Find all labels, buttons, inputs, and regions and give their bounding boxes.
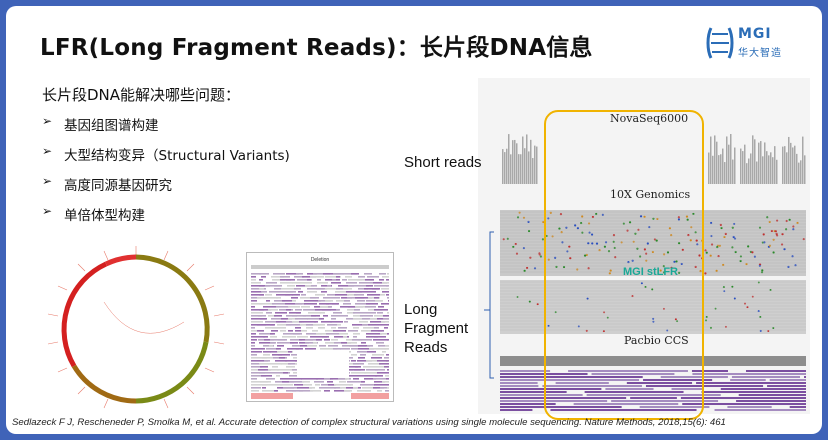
long-reads-line: Reads [404, 339, 448, 356]
read-comparison-image [478, 78, 810, 414]
track-label-novaseq: NovaSeq6000 [610, 112, 689, 125]
bullet-text: 大型结构变异（Structural Variants) [64, 148, 290, 164]
bullet-list: ➢ 基因组图谱构建 ➢ 大型结构变异（Structural Variants) ➢ 高… [42, 114, 290, 234]
track-label-pacbio: Pacbio CCS [624, 334, 689, 347]
bullet-item: ➢ 大型结构变异（Structural Variants) [42, 144, 290, 174]
slide: LFR(Long Fragment Reads)：长片段DNA信息 MGI 华大… [6, 6, 822, 434]
long-reads-line: Fragment [404, 320, 469, 337]
long-reads-label: Long Fragment Reads [404, 300, 468, 357]
arrow-bullet-icon: ➢ [42, 144, 53, 158]
bullet-item: ➢ 单倍体型构建 [42, 204, 290, 234]
long-reads-line: Long [404, 301, 438, 318]
arrow-bullet-icon: ➢ [42, 114, 53, 128]
bullet-text: 基因组图谱构建 [64, 118, 159, 134]
mgi-logo-text: MGI [738, 26, 772, 42]
arrow-bullet-icon: ➢ [42, 204, 53, 218]
mgi-logo-mark-icon [706, 27, 734, 59]
highlight-frame [544, 110, 704, 420]
bullet-item: ➢ 基因组图谱构建 [42, 114, 290, 144]
mgi-logo-subtext: 华大智造 [738, 48, 782, 59]
mgi-logo: MGI 华大智造 [706, 26, 802, 66]
slide-title: LFR(Long Fragment Reads)：长片段DNA信息 [40, 35, 593, 61]
track-label-stlfr: MGI stLFR [623, 266, 678, 278]
short-reads-label: Short reads [404, 154, 482, 171]
bullet-text: 单倍体型构建 [64, 208, 145, 224]
bullet-item: ➢ 高度同源基因研究 [42, 174, 290, 204]
circos-plot-image [47, 246, 225, 409]
pileup-caption: Deletion [311, 257, 330, 263]
question-heading: 长片段DNA能解决哪些问题： [42, 86, 241, 104]
citation: Sedlazeck F J, Rescheneder P, Smolka M, … [12, 417, 726, 428]
bullet-text: 高度同源基因研究 [64, 178, 172, 194]
deletion-pileup-image: Deletion [246, 252, 394, 402]
arrow-bullet-icon: ➢ [42, 174, 53, 188]
track-label-10x: 10X Genomics [610, 188, 691, 201]
